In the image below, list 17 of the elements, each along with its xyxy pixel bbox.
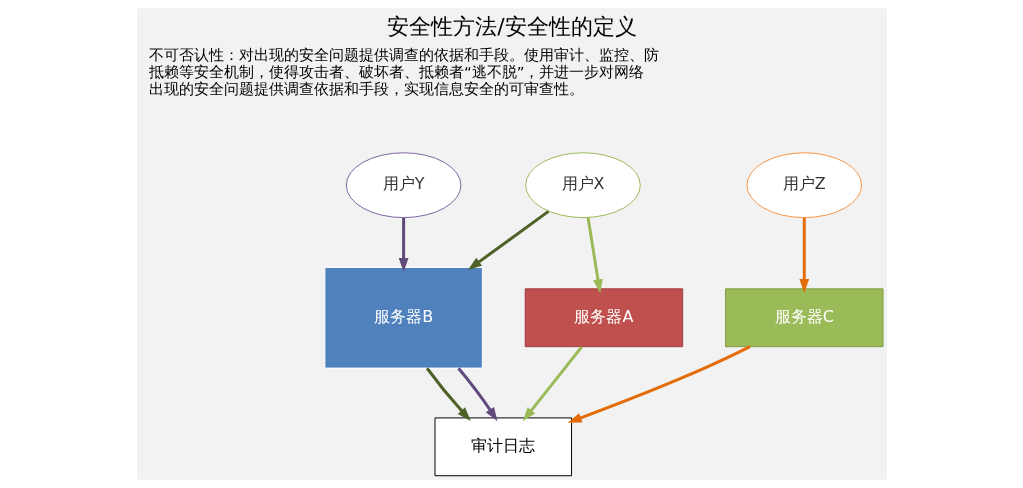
node-box: 服务器C <box>724 288 883 348</box>
node-ellipse: 用户Z <box>745 152 862 219</box>
node-ellipse: 用户X <box>524 152 641 219</box>
arrow <box>567 345 751 423</box>
diagram-title: 安全性方法/安全性的定义 <box>386 13 637 39</box>
arrow <box>425 367 471 421</box>
label: 不可否认性：对出现的安全问题提供调查的依据和手段。使用审计、监控、防抵赖等安全机制，使得攻击者、破坏者、抵赖者“逃不脱”，并进一步对网络出现的安全问题提供调查依据和手段，实现信息安全的可审查性。 <box>148 46 659 98</box>
arrow <box>798 217 809 294</box>
arrow <box>522 346 583 422</box>
arrow <box>467 210 549 270</box>
node-ellipse: 用户Y <box>345 152 461 219</box>
arrow <box>398 217 408 272</box>
arrow <box>586 217 603 294</box>
node-box: 服务器B <box>323 266 483 369</box>
node-box: 服务器A <box>524 288 683 348</box>
arrow <box>456 367 498 422</box>
node-box: 审计日志 <box>434 417 572 477</box>
